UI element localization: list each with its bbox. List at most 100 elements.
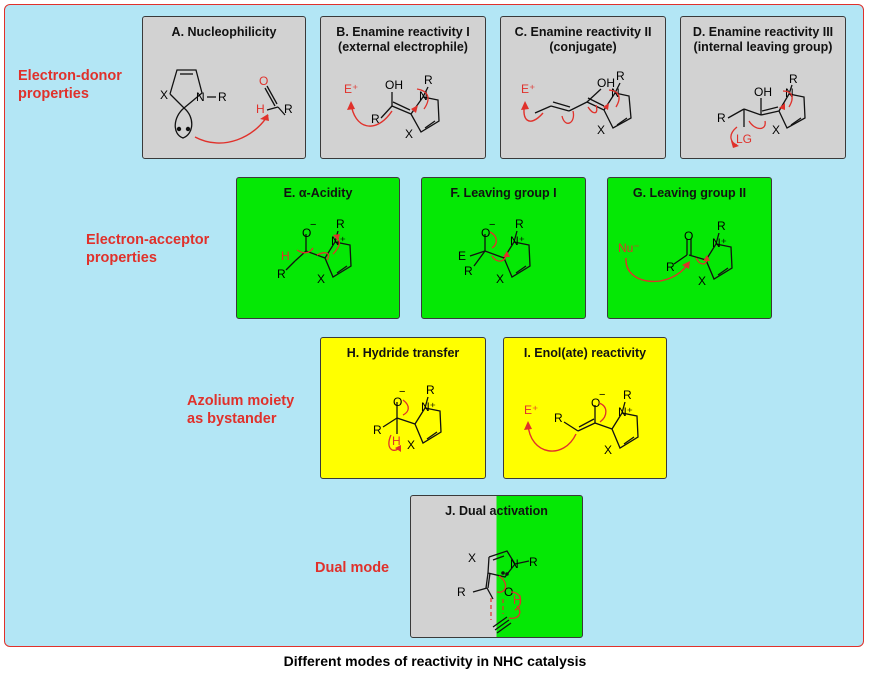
- atom-x: X: [772, 123, 780, 137]
- arrowhead: [260, 114, 269, 121]
- atom-r: R: [529, 555, 538, 569]
- electrophile: E⁺: [524, 403, 538, 417]
- arrowhead-3: [333, 234, 340, 241]
- card-title: D. Enamine reactivity III (internal leav…: [692, 25, 834, 54]
- curved-arrow: [350, 102, 393, 127]
- arrowhead: [347, 101, 355, 110]
- label-azolium-bystander: Azolium moiety as bystander: [187, 393, 295, 427]
- atom-n-plus: N⁺: [510, 234, 525, 248]
- atom-r: R: [666, 260, 675, 274]
- atom-r: R: [616, 69, 625, 83]
- arrowhead-2: [411, 105, 418, 113]
- structure-alkoxide-azolium: O − R H N⁺ R X: [373, 383, 442, 452]
- arrowhead-2: [395, 445, 401, 452]
- curved-arrow-3: [587, 104, 598, 114]
- arrowhead: [521, 101, 529, 110]
- atom-r2: R: [515, 217, 524, 231]
- atom-h: H: [256, 102, 265, 116]
- atom-o: O: [259, 74, 268, 88]
- atom-r: R: [277, 267, 286, 281]
- curved-arrow-3: [782, 90, 793, 108]
- arrowhead-2: [703, 255, 710, 261]
- card-title: I. Enol(ate) reactivity: [523, 346, 647, 360]
- figure-caption: Different modes of reactivity in NHC cat…: [283, 653, 587, 669]
- atom-r: R: [554, 411, 563, 425]
- charge-minus: −: [310, 219, 316, 231]
- card-title: G. Leaving group II: [632, 186, 747, 200]
- curved-arrow-3: [508, 605, 521, 619]
- card-title: J. Dual activation: [445, 504, 548, 518]
- atom-oh: OH: [597, 76, 615, 90]
- curved-arrow-2: [748, 120, 766, 130]
- structure-enol-leaving-group: OH R N R X LG: [717, 72, 806, 148]
- curved-arrow: [402, 399, 409, 416]
- charge-minus: −: [599, 389, 605, 401]
- atom-r2: R: [623, 388, 632, 402]
- structure-acyl-azolium: O R N⁺ R X Nu⁻: [618, 219, 733, 288]
- curved-arrow-2: [416, 88, 429, 110]
- atom-n: N: [419, 89, 428, 103]
- structure-dual-activation: X N R R O H: [457, 550, 538, 634]
- atom-oh: OH: [754, 85, 772, 99]
- card-nucleophilicity: A. Nucleophilicity X N R O H R: [142, 16, 306, 159]
- atom-r2: R: [284, 102, 293, 116]
- atom-x: X: [317, 272, 325, 286]
- atom-o: O: [591, 396, 600, 410]
- curved-arrow-2: [510, 591, 522, 611]
- arrowhead: [731, 141, 739, 148]
- atom-o: O: [684, 229, 693, 243]
- atom-r2: R: [789, 72, 798, 86]
- card-alpha-acidity: E. α-Acidity O − H R N⁺ R X: [236, 177, 400, 319]
- label-electron-donor: Electron-donor properties: [18, 68, 122, 102]
- card-dual-activation: J. Dual activation X N R R O H: [410, 495, 583, 638]
- atom-x: X: [160, 88, 168, 102]
- atom-h: H: [281, 249, 290, 263]
- curved-arrow: [625, 257, 689, 283]
- arrowhead-4: [603, 103, 609, 110]
- atom-r: R: [717, 111, 726, 125]
- card-title: H. Hydride transfer: [346, 346, 460, 360]
- atom-x: X: [698, 274, 706, 288]
- atom-o: O: [481, 226, 490, 240]
- electrophile: E⁺: [344, 82, 358, 96]
- card-title: B. Enamine reactivity I (external electr…: [336, 25, 470, 54]
- atom-n-plus: N⁺: [712, 236, 727, 250]
- atom-r2: R: [457, 585, 466, 599]
- atom-r: R: [373, 423, 382, 437]
- structure-tetrahedral-azolium: O − E R N⁺ R X: [458, 217, 531, 286]
- atom-n-plus: N⁺: [421, 400, 436, 414]
- atom-x: X: [405, 127, 413, 141]
- curved-arrow-2: [598, 402, 607, 423]
- leaving-group: LG: [736, 132, 752, 146]
- nucleophile: Nu⁻: [618, 241, 640, 255]
- card-title: F. Leaving group I: [450, 186, 557, 200]
- structure-extended-enol: OH N R X E⁺: [521, 69, 632, 137]
- label-electron-acceptor: Electron-acceptor properties: [86, 232, 210, 266]
- atom-o: O: [302, 226, 311, 240]
- card-leaving-group-2: G. Leaving group II O R N⁺ R X Nu⁻: [607, 177, 772, 319]
- structure-breslow-intermediate: OH R N R X E⁺: [344, 73, 440, 141]
- curved-arrow-2: [561, 110, 575, 124]
- atom-x: X: [468, 551, 476, 565]
- atom-x: X: [407, 438, 415, 452]
- electrophile: E⁺: [521, 82, 535, 96]
- arrowhead: [682, 261, 690, 269]
- card-hydride-transfer: H. Hydride transfer O − R H N⁺ R X: [320, 337, 486, 479]
- atom-r2: R: [717, 219, 726, 233]
- card-title: E. α-Acidity: [283, 186, 353, 200]
- card-title: A. Nucleophilicity: [171, 25, 277, 39]
- card-title: C. Enamine reactivity II (conjugate): [514, 25, 652, 54]
- atom-oh: OH: [385, 78, 403, 92]
- atom-h: H: [513, 593, 522, 607]
- card-leaving-group-1: F. Leaving group I O − E R N⁺ R X: [421, 177, 586, 319]
- atom-n: N: [510, 557, 519, 571]
- charge-minus: −: [399, 386, 405, 398]
- atom-e: E: [458, 249, 466, 263]
- structure-azolium-enolate: O − R N⁺ R X E⁺: [524, 388, 639, 457]
- arrowhead: [524, 421, 532, 430]
- curved-arrow-4: [608, 89, 620, 108]
- atom-x: X: [604, 443, 612, 457]
- label-dual-mode: Dual mode: [315, 560, 390, 576]
- structure-free-carbene: X N R O H R: [160, 69, 293, 144]
- atom-x: X: [597, 123, 605, 137]
